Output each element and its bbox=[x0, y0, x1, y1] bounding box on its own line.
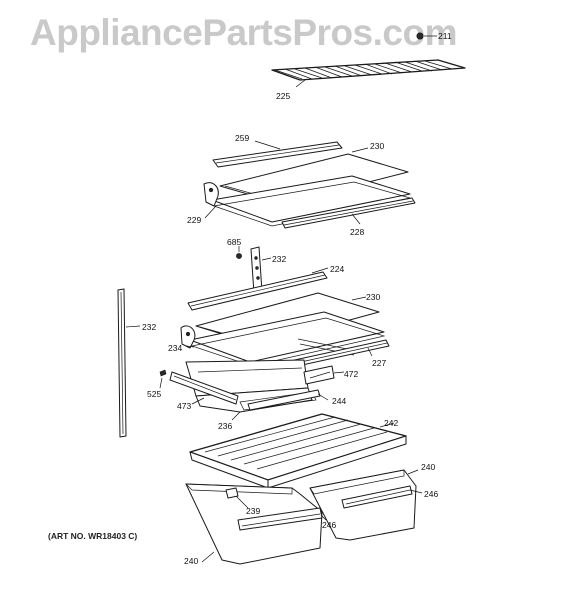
part-211-screw bbox=[416, 32, 437, 40]
callout-246-left: 246 bbox=[322, 520, 336, 530]
callout-685: 685 bbox=[227, 237, 241, 247]
callout-244: 244 bbox=[332, 396, 346, 406]
art-number: (ART NO. WR18403 C) bbox=[48, 531, 138, 541]
part-240-crisper-drawer-left bbox=[185, 483, 323, 565]
callout-232-rail: 232 bbox=[142, 322, 156, 332]
part-225-wire-shelf bbox=[271, 59, 466, 88]
part-232-side-rail bbox=[117, 288, 141, 438]
callout-230-middle: 230 bbox=[366, 292, 380, 302]
callout-259: 259 bbox=[235, 133, 249, 143]
callout-525: 525 bbox=[147, 389, 161, 399]
callout-229: 229 bbox=[187, 215, 201, 225]
callout-230-upper: 230 bbox=[370, 141, 384, 151]
part-246-handle-right bbox=[409, 489, 423, 494]
callout-225: 225 bbox=[276, 91, 290, 101]
callout-232-bracket: 232 bbox=[272, 254, 286, 264]
part-244-pan-cover bbox=[247, 389, 329, 411]
callout-227: 227 bbox=[372, 358, 386, 368]
callout-228: 228 bbox=[350, 227, 364, 237]
part-259-front-trim bbox=[212, 140, 343, 168]
callout-473: 473 bbox=[177, 401, 191, 411]
part-472-pan-slide bbox=[303, 365, 345, 385]
callout-472: 472 bbox=[344, 369, 358, 379]
callout-240-right: 240 bbox=[421, 462, 435, 472]
callout-236: 236 bbox=[218, 421, 232, 431]
callout-239: 239 bbox=[246, 506, 260, 516]
callout-224: 224 bbox=[330, 264, 344, 274]
part-473-slide-rail bbox=[169, 371, 239, 405]
part-240-crisper-drawer-right bbox=[309, 469, 419, 541]
callout-242: 242 bbox=[384, 418, 398, 428]
watermark: AppliancePartsPros.com bbox=[30, 12, 457, 53]
part-242-crisper-cover bbox=[189, 413, 407, 489]
part-228-rear-trim bbox=[281, 197, 416, 229]
part-224-front-trim bbox=[187, 267, 329, 311]
callout-234: 234 bbox=[168, 343, 182, 353]
part-246-handle-left bbox=[321, 515, 327, 521]
part-685-screw bbox=[236, 246, 242, 259]
part-239-drawer-divider bbox=[225, 487, 249, 509]
callout-211: 211 bbox=[438, 31, 452, 41]
part-525-screw bbox=[159, 369, 167, 389]
callout-240-left: 240 bbox=[184, 556, 198, 566]
callout-246-right: 246 bbox=[424, 489, 438, 499]
